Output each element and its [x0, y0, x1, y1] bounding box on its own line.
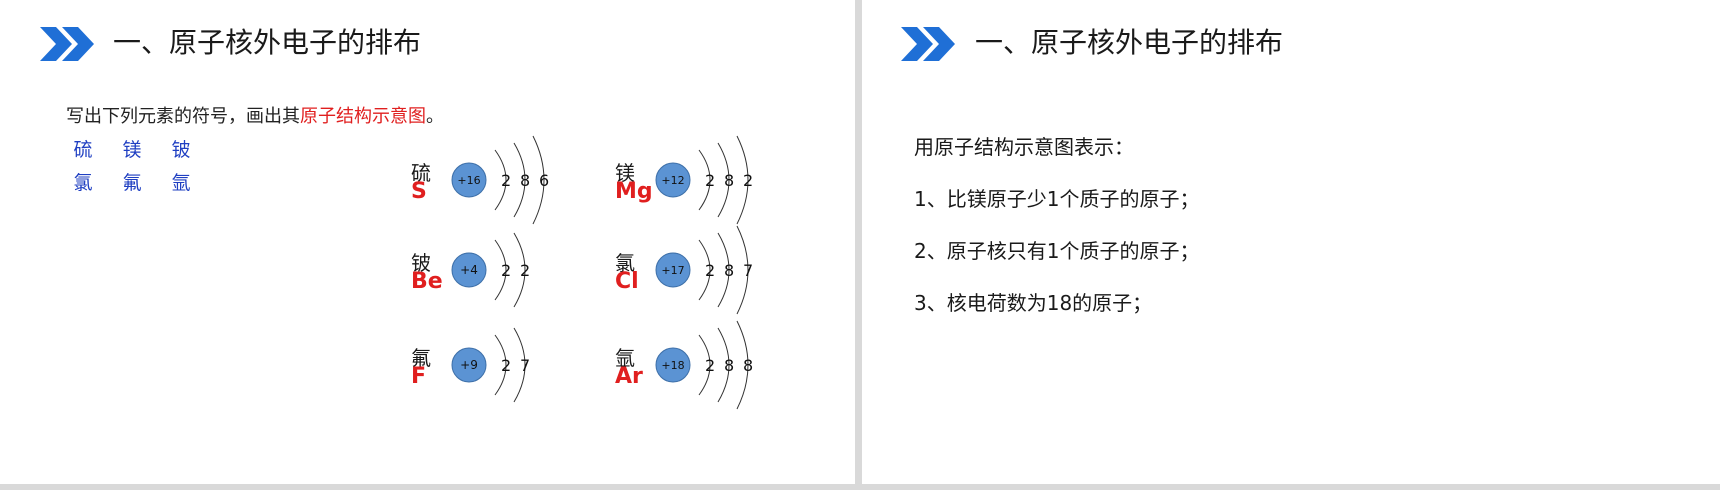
nucleus-charge: +12: [661, 174, 684, 187]
atom-symbol: Mg: [615, 179, 653, 204]
electron-shell-arc: [717, 327, 730, 403]
nucleus-charge: +18: [661, 359, 684, 372]
atom-symbol: S: [411, 179, 427, 204]
electron-shell-arc: [698, 149, 711, 211]
shell-electron-count: 6: [539, 171, 549, 190]
prompt-line: 用原子结构示意图表示：: [914, 135, 1134, 159]
nucleus: [655, 252, 691, 288]
instruction-prefix: 写出下列元素的符号，画出其: [66, 106, 300, 127]
atom-symbol: F: [411, 364, 427, 389]
nucleus: [451, 162, 487, 198]
electron-shell-arc: [698, 239, 711, 301]
question-line: 2、原子核只有1个质子的原子；: [914, 239, 1200, 263]
electron-shell-arc: [532, 135, 545, 225]
electron-shell-arc: [513, 142, 526, 218]
shell-electron-count: 7: [743, 261, 753, 280]
atom-symbol: Cl: [615, 269, 639, 294]
nucleus-charge: +4: [460, 263, 478, 277]
question-line: 3、核电荷数为18的原子；: [914, 291, 1153, 315]
electron-shell-arc: [513, 232, 526, 308]
atom-name: 氩: [615, 346, 635, 370]
atom-name: 镁: [615, 161, 635, 185]
atom-symbol: Ar: [615, 364, 643, 389]
nucleus: [655, 347, 691, 383]
nucleus-charge: +16: [457, 174, 480, 187]
instruction-suffix: 。: [426, 106, 444, 127]
slide-title: 一、原子核外电子的排布: [113, 26, 422, 59]
element-name: 硫: [73, 139, 93, 161]
shell-electron-count: 2: [705, 356, 715, 375]
shell-electron-count: 8: [520, 171, 530, 190]
shell-electron-count: 8: [743, 356, 753, 375]
shell-electron-count: 2: [705, 171, 715, 190]
nucleus-charge: +9: [460, 358, 478, 372]
shell-electron-count: 8: [724, 356, 734, 375]
shell-electron-count: 8: [724, 261, 734, 280]
shell-electron-count: 2: [520, 261, 530, 280]
electron-shell-arc: [736, 320, 749, 410]
electron-shell-arc: [717, 142, 730, 218]
question-line: 1、比镁原子少1个质子的原子；: [914, 187, 1200, 211]
nucleus: [451, 347, 487, 383]
atom-symbol: Be: [411, 269, 443, 294]
atom-name: 硫: [411, 161, 431, 185]
electron-shell-arc: [494, 239, 507, 301]
electron-shell-arc: [717, 232, 730, 308]
nucleus: [451, 252, 487, 288]
electron-shell-arc: [494, 149, 507, 211]
electron-shell-arc: [513, 327, 526, 403]
atom-name: 氯: [615, 251, 635, 275]
element-name: 镁: [122, 139, 142, 161]
instruction-text: 写出下列元素的符号，画出其原子结构示意图。: [66, 102, 444, 128]
shell-electron-count: 2: [743, 171, 753, 190]
shell-electron-count: 2: [501, 356, 511, 375]
element-name: 氟: [122, 172, 142, 194]
element-name: 氩: [171, 172, 191, 194]
atom-name: 铍: [411, 251, 431, 275]
shell-electron-count: 8: [724, 171, 734, 190]
element-name: 铍: [171, 139, 191, 161]
instruction-highlight: 原子结构示意图: [300, 106, 426, 127]
shell-electron-count: 2: [705, 261, 715, 280]
electron-shell-arc: [736, 225, 749, 315]
atom-name: 氟: [411, 346, 431, 370]
electron-shell-arc: [698, 334, 711, 396]
shell-electron-count: 2: [501, 171, 511, 190]
electron-shell-arc: [494, 334, 507, 396]
chevron-double-icon: [40, 27, 94, 61]
chevron-double-icon: [901, 27, 955, 61]
slide-title: 一、原子核外电子的排布: [975, 26, 1284, 59]
slide-right: 一、原子核外电子的排布 用原子结构示意图表示： 1、比镁原子少1个质子的原子； …: [862, 0, 1720, 484]
shell-electron-count: 7: [520, 356, 530, 375]
shell-electron-count: 2: [501, 261, 511, 280]
electron-shell-arc: [736, 135, 749, 225]
nucleus: [655, 162, 691, 198]
nucleus-charge: +17: [661, 264, 684, 277]
element-name: 氯: [73, 172, 93, 194]
slide-left: 一、原子核外电子的排布 写出下列元素的符号，画出其原子结构示意图。 硫 镁 铍 …: [0, 0, 855, 484]
